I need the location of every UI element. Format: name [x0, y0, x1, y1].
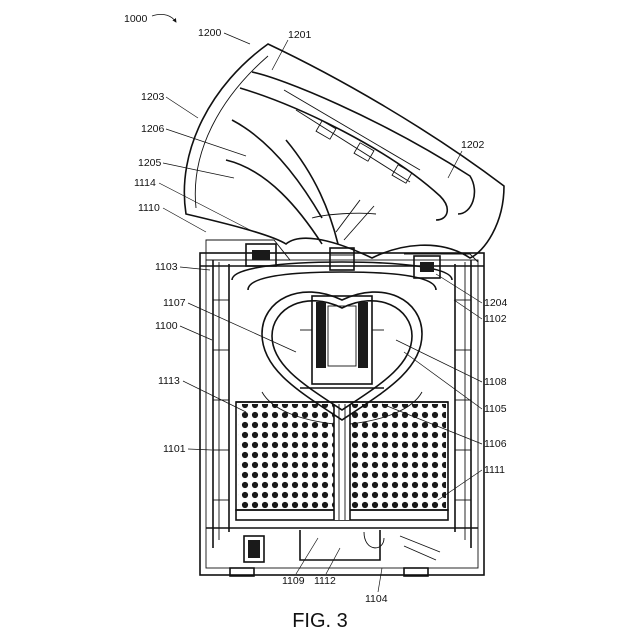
- ref-1100: 1100: [155, 320, 178, 332]
- ref-1106: 1106: [484, 438, 507, 450]
- ref-1102: 1102: [484, 313, 507, 325]
- ref-1113: 1113: [158, 375, 180, 387]
- ref-1112: 1112: [314, 575, 336, 587]
- ref-1206: 1206: [141, 123, 165, 135]
- ref-1205: 1205: [138, 157, 162, 169]
- reference-numerals: 1000 1200 1201 1202 1203 1206 1205 1114 …: [124, 13, 508, 605]
- ref-1110: 1110: [138, 202, 160, 214]
- ref-1101: 1101: [163, 443, 186, 455]
- ref-1108: 1108: [484, 376, 507, 388]
- motor-housing: [232, 262, 452, 424]
- ref-1114: 1114: [134, 177, 156, 189]
- right-wall-ribs: [455, 300, 471, 500]
- ref-1105: 1105: [484, 403, 507, 415]
- base-compartment: [206, 528, 478, 576]
- ref-1103: 1103: [155, 261, 178, 273]
- ref-1202: 1202: [461, 139, 485, 151]
- ref-1111: 1111: [484, 464, 505, 476]
- ref-1107: 1107: [163, 297, 186, 309]
- ref-1200: 1200: [198, 27, 222, 39]
- figure-caption: FIG. 3: [292, 610, 348, 632]
- ref-1104: 1104: [365, 593, 388, 605]
- upper-head: [184, 44, 504, 258]
- ref-1201: 1201: [288, 29, 312, 41]
- ref-1204: 1204: [484, 297, 508, 309]
- central-shaft: [334, 404, 350, 520]
- ref-1000: 1000: [124, 13, 148, 25]
- ref-1109: 1109: [282, 575, 305, 587]
- ref-1203: 1203: [141, 91, 165, 103]
